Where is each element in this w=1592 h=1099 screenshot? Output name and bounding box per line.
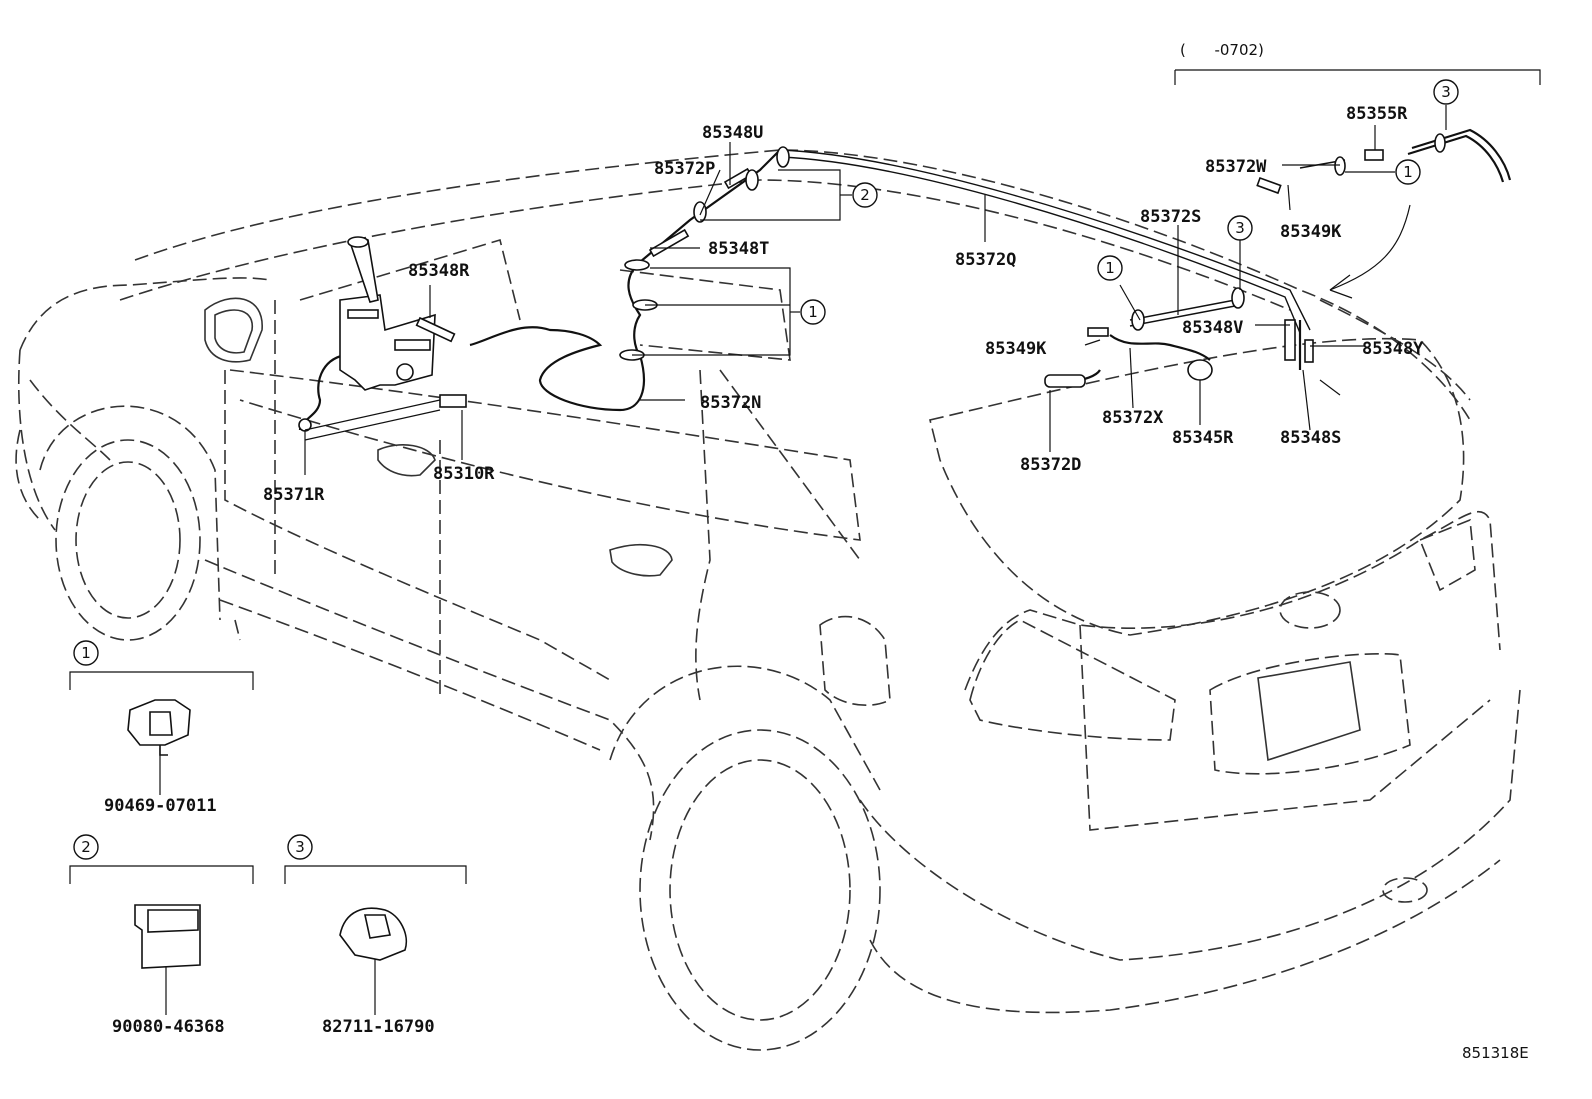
label-85348T: 85348T xyxy=(708,239,769,259)
label-85372W: 85372W xyxy=(1205,157,1267,177)
legend-callout-1-label: 1 xyxy=(81,644,91,662)
clip-90080-46368 xyxy=(134,904,201,969)
label-85348S: 85348S xyxy=(1280,428,1341,448)
label-85348U: 85348U xyxy=(702,123,763,143)
figure-code-label: 851318E xyxy=(1462,1044,1529,1062)
legend-callout-2-label: 2 xyxy=(81,838,91,856)
vehicle-body-outline xyxy=(15,149,1521,1051)
callout-1-pillar xyxy=(800,299,826,325)
label-90080-46368: 90080-46368 xyxy=(112,1017,225,1037)
label-85348Y: 85348Y xyxy=(1362,339,1424,359)
label-85349K: 85349K xyxy=(985,339,1047,359)
label-85349K-inset: 85349K xyxy=(1280,222,1342,242)
callout-1-rear xyxy=(1097,255,1123,281)
legend-callout-3-label: 3 xyxy=(295,838,305,856)
label-85372D: 85372D xyxy=(1020,455,1081,475)
callout-1-inset xyxy=(1395,159,1421,185)
label-85372P: 85372P xyxy=(654,159,715,179)
part-labels: 85348U 85372P 85348T 85372Q 85348R 85372… xyxy=(104,41,1529,1062)
legend-callout-2 xyxy=(73,834,99,860)
label-85348R: 85348R xyxy=(408,261,470,281)
callout-3-inset xyxy=(1433,79,1459,105)
label-85348V: 85348V xyxy=(1182,318,1243,338)
label-82711-16790: 82711-16790 xyxy=(322,1017,435,1037)
label-85310R: 85310R xyxy=(433,464,495,484)
callout-1-rear-label: 1 xyxy=(1105,259,1115,277)
callout-circles: 2 1 3 1 3 1 1 2 3 xyxy=(73,79,1459,860)
label-85355R: 85355R xyxy=(1346,104,1408,124)
label-85372N: 85372N xyxy=(700,393,761,413)
washer-hoses xyxy=(298,128,1512,431)
label-90469-07011: 90469-07011 xyxy=(104,796,217,816)
clip-90469-07011 xyxy=(127,699,191,756)
label-85372Q: 85372Q xyxy=(955,250,1016,270)
legend-callout-1 xyxy=(73,640,99,666)
label-85345R: 85345R xyxy=(1172,428,1234,448)
leader-lines xyxy=(69,69,1541,1015)
callout-3-rear xyxy=(1227,215,1253,241)
callout-3-rear-label: 3 xyxy=(1235,219,1245,237)
callout-2-roof xyxy=(852,182,878,208)
label-85372S: 85372S xyxy=(1140,207,1201,227)
callout-2-roof-label: 2 xyxy=(860,186,870,204)
washer-tank xyxy=(339,236,436,391)
callout-1-pillar-label: 1 xyxy=(808,303,818,321)
washer-nozzle-parts xyxy=(298,133,1446,432)
callout-3-inset-label: 3 xyxy=(1441,83,1451,101)
callout-1-inset-label: 1 xyxy=(1403,163,1413,181)
clip-82711-16790 xyxy=(339,907,407,961)
legend-callout-3 xyxy=(287,834,313,860)
version-range-label: ( -0702) xyxy=(1180,41,1264,59)
label-85371R: 85371R xyxy=(263,485,325,505)
label-85372X: 85372X xyxy=(1102,408,1164,428)
